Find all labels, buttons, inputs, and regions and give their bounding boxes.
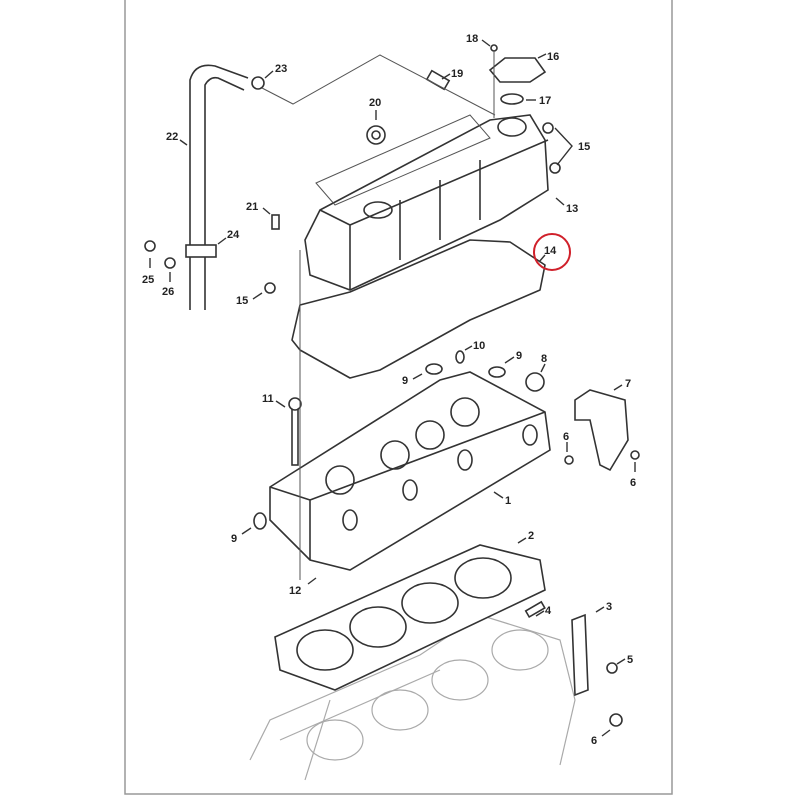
callouts: 18 16 23 19 17 20 22 15 13 21 24 14 25 2… [142,33,636,747]
callout-24: 24 [227,229,240,241]
callout-6-a: 6 [563,431,569,443]
callout-8: 8 [541,353,547,365]
callout-13: 13 [566,203,578,215]
callout-6-b: 6 [630,477,636,489]
callout-16: 16 [547,51,559,63]
callout-7: 7 [625,378,631,390]
valve-cover [304,114,549,291]
callout-5: 5 [627,654,633,666]
callout-26: 26 [162,286,174,298]
callout-1: 1 [505,495,511,507]
breather-hose [144,54,561,310]
callout-10: 10 [473,340,485,352]
callout-25: 25 [142,274,154,286]
engine-block [249,614,576,781]
callout-4: 4 [545,605,552,617]
callout-18: 18 [466,33,478,45]
callout-3: 3 [606,601,612,613]
callout-2: 2 [528,530,534,542]
callout-17: 17 [539,95,551,107]
callout-23: 23 [275,63,287,75]
oil-filler-cap [488,44,547,118]
callout-20: 20 [369,97,381,109]
callout-15-right: 15 [578,141,590,153]
callout-15-left: 15 [236,295,248,307]
cylinder-head [269,371,551,571]
callout-11: 11 [262,393,274,405]
highlight-circle [533,233,571,271]
valve-cover-gasket [291,239,546,379]
diagram-frame [124,0,673,795]
callout-14: 14 [544,245,557,257]
callout-9-a: 9 [516,350,522,362]
callout-19: 19 [451,68,463,80]
callout-9-b: 9 [402,375,408,387]
callout-12: 12 [289,585,301,597]
callout-22: 22 [166,131,178,143]
brackets [253,250,640,727]
callout-6-c: 6 [591,735,597,747]
callout-9-c: 9 [231,533,237,545]
callout-21: 21 [246,201,258,213]
head-gasket [274,544,546,691]
